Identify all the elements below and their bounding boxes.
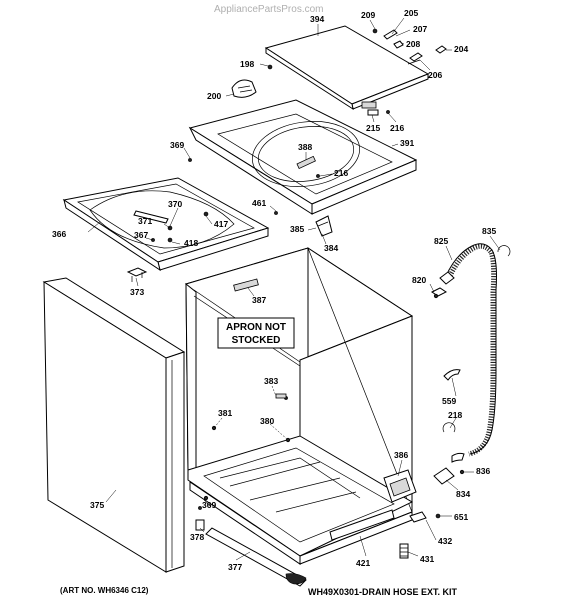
label-380: 380 [260, 416, 274, 426]
toe-panel-part [205, 527, 307, 587]
lid-switch-part [231, 64, 273, 98]
label-378: 378 [190, 532, 204, 542]
label-388: 388 [298, 142, 312, 152]
label-836: 836 [476, 466, 490, 476]
label-391: 391 [400, 138, 414, 148]
label-370: 370 [168, 199, 182, 209]
apron-note-line1: APRON NOT [226, 322, 286, 333]
label-383: 383 [264, 376, 278, 386]
label-559: 559 [442, 396, 456, 406]
label-461: 461 [252, 198, 266, 208]
label-204: 204 [454, 44, 468, 54]
label-386: 386 [394, 450, 408, 460]
front-clip-parts [195, 495, 209, 531]
label-373: 373 [130, 287, 144, 297]
label-651: 651 [454, 512, 468, 522]
label-421: 421 [356, 558, 370, 568]
label-207: 207 [413, 24, 427, 34]
label-384: 384 [324, 243, 338, 253]
label-200: 200 [207, 91, 221, 101]
label-367: 367 [134, 230, 148, 240]
label-385: 385 [290, 224, 304, 234]
front-panel-part [42, 277, 186, 573]
label-366: 366 [52, 229, 66, 239]
base-rail-part [329, 509, 395, 541]
label-387: 387 [252, 295, 266, 305]
bracket-373-part [126, 267, 148, 282]
part-labels: 394 209 205 207 208 204 206 198 200 215 … [52, 8, 496, 572]
watermark-text: AppliancePartsPros.com [214, 4, 324, 15]
lid-part [264, 25, 430, 111]
label-377: 377 [228, 562, 242, 572]
drain-hose-part [431, 243, 511, 485]
label-432: 432 [438, 536, 452, 546]
label-375: 375 [90, 500, 104, 510]
label-209: 209 [361, 10, 375, 20]
label-369-a: 369 [170, 140, 184, 150]
label-218: 218 [448, 410, 462, 420]
label-834: 834 [456, 489, 470, 499]
top-cover-part [188, 99, 418, 215]
apron-note-box: APRON NOT STOCKED [217, 317, 295, 349]
art-number-text: (ART NO. WH6346 C12) [60, 586, 149, 595]
label-198: 198 [240, 59, 254, 69]
label-208: 208 [406, 39, 420, 49]
label-371: 371 [138, 216, 152, 226]
label-216-a: 216 [390, 123, 404, 133]
bracket-384-part [274, 211, 333, 237]
label-381: 381 [218, 408, 232, 418]
leader-lines [87, 17, 501, 561]
top-frame-part [62, 158, 270, 272]
hinge-parts [372, 28, 447, 62]
label-369-b: 369 [202, 500, 216, 510]
label-418: 418 [184, 238, 198, 248]
label-417: 417 [214, 219, 228, 229]
lid-latch-parts [367, 109, 390, 116]
label-820: 820 [412, 275, 426, 285]
label-216-b: 216 [334, 168, 348, 178]
label-206: 206 [428, 70, 442, 80]
apron-note-line2: STOCKED [232, 335, 281, 346]
label-205: 205 [404, 8, 418, 18]
label-431: 431 [420, 554, 434, 564]
label-825: 825 [434, 236, 448, 246]
label-394: 394 [310, 14, 324, 24]
leveling-feet-parts [399, 511, 441, 559]
label-835: 835 [482, 226, 496, 236]
drain-hose-kit-text: WH49X0301-DRAIN HOSE EXT. KIT [308, 587, 458, 597]
label-215: 215 [366, 123, 380, 133]
bracket-386-part [383, 469, 417, 503]
cabinet-part [184, 247, 414, 565]
